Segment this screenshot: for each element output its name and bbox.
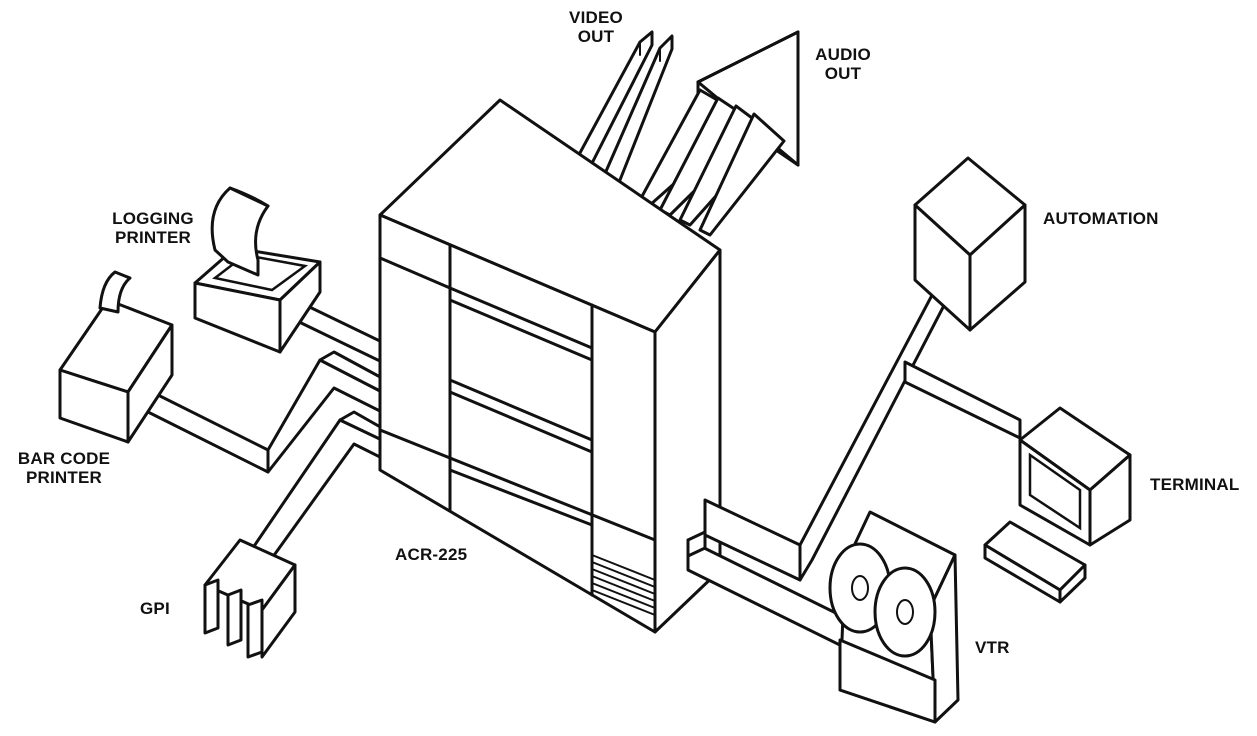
bar-code-printer [58, 270, 174, 444]
logging-printer-label: LOGGING [112, 209, 194, 228]
logging-printer [193, 186, 322, 354]
terminal-label: TERMINAL [1150, 475, 1239, 494]
bar-code-printer-label: BAR CODE [18, 449, 110, 468]
audio-out-label-line2: OUT [825, 64, 862, 83]
acr-225-label: ACR-225 [395, 545, 467, 564]
gpi-label: GPI [140, 599, 170, 618]
logging-printer-label-line2: PRINTER [115, 228, 191, 247]
automation-label: AUTOMATION [1043, 209, 1159, 228]
audio-out-label: AUDIO [815, 45, 871, 64]
bar-code-printer-label-line2: PRINTER [26, 468, 102, 487]
vtr-label: VTR [975, 638, 1010, 657]
automation-box [913, 156, 1027, 332]
labels: VIDEO OUT AUDIO OUT LOGGING PRINTER BAR … [18, 8, 1239, 657]
automation-cable [703, 270, 1022, 582]
video-out-label-line2: OUT [578, 27, 615, 46]
gpi-cable [246, 410, 384, 574]
gpi-connector [203, 538, 297, 659]
video-out-cables [566, 30, 674, 187]
video-out-label: VIDEO [569, 8, 623, 27]
terminal [983, 406, 1132, 604]
vtr [828, 510, 960, 724]
